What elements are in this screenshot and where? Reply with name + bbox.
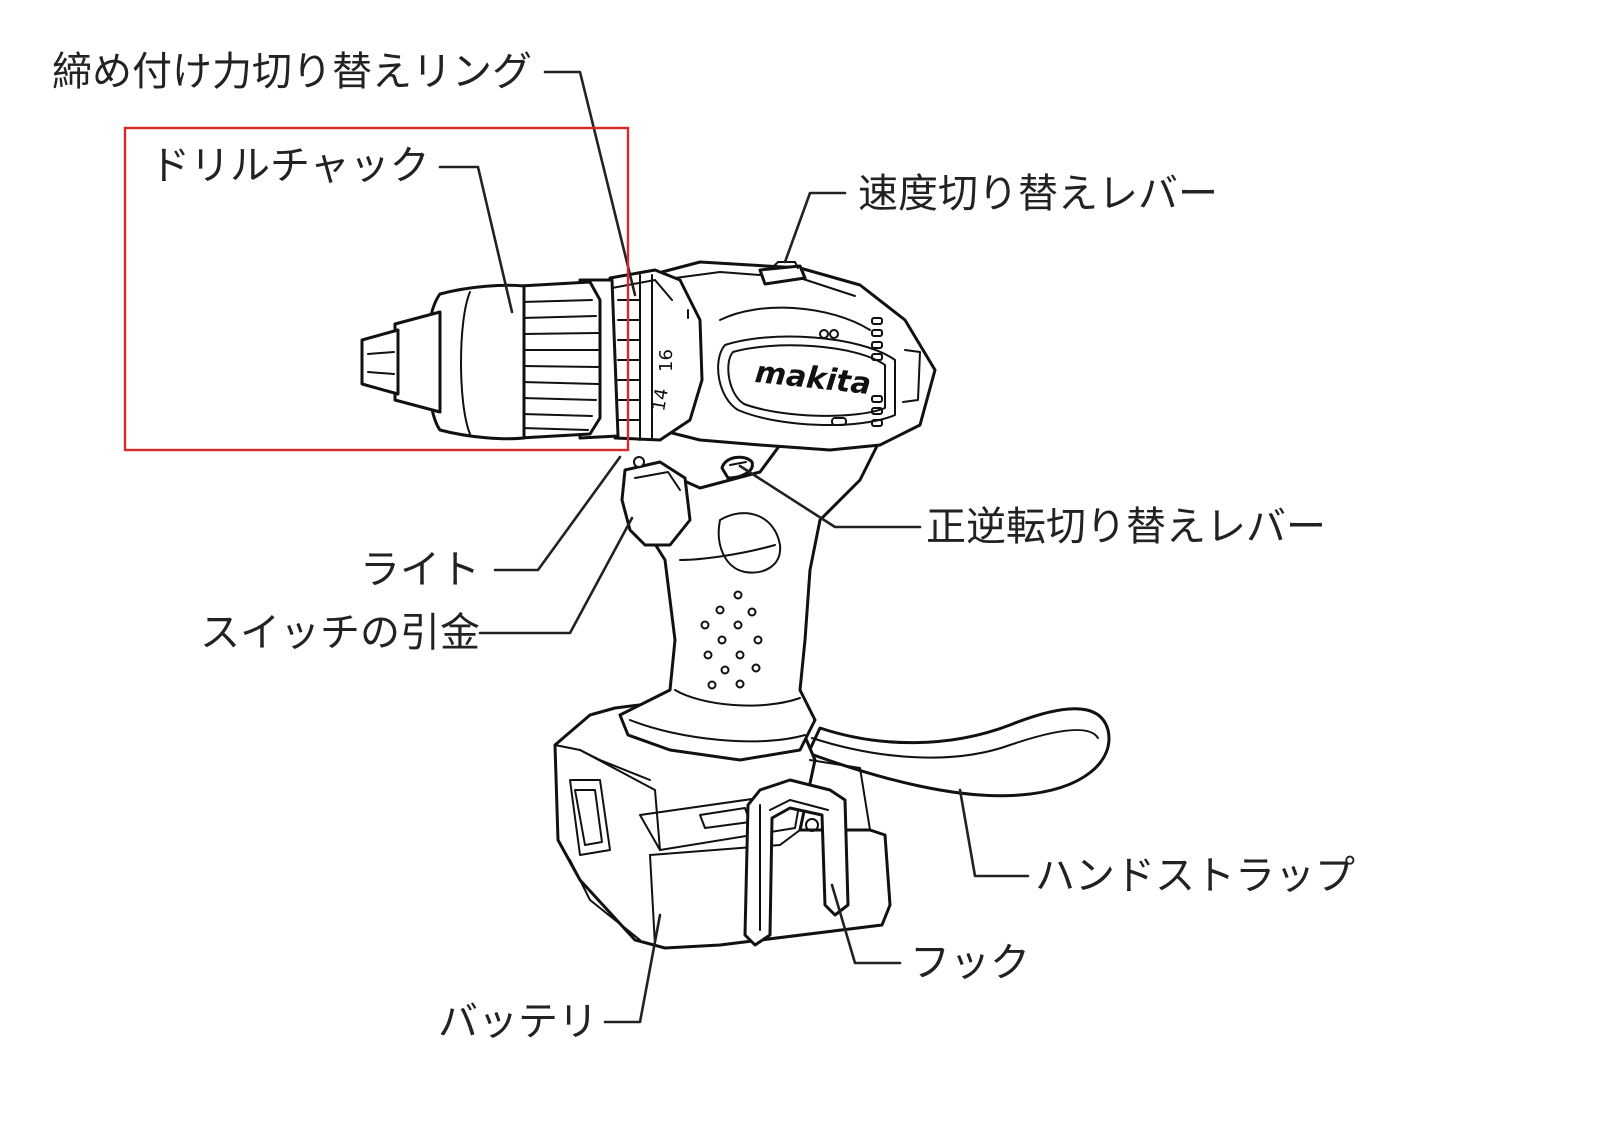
drill-chuck	[360, 278, 620, 441]
clutch-ring	[608, 268, 704, 442]
switch-trigger	[620, 460, 692, 547]
belt-hook	[743, 778, 850, 947]
speed-lever	[758, 261, 807, 286]
label-drill-chuck: ドリルチャック	[150, 143, 430, 189]
ring-number-14: 14	[648, 387, 673, 413]
label-hand-strap: ハンドストラップ	[1035, 853, 1355, 899]
vents	[819, 317, 921, 427]
ring-number-16: 16	[656, 349, 677, 372]
label-battery: バッテリ	[438, 999, 598, 1045]
label-hook: フック	[910, 940, 1030, 986]
label-trigger: スイッチの引金	[200, 610, 480, 656]
hand-strap	[798, 707, 1111, 798]
chuck-highlight-box	[123, 126, 630, 452]
led-light	[633, 456, 645, 468]
grip-dots	[700, 590, 763, 690]
motor-housing	[636, 260, 937, 452]
label-reverse-lever: 正逆転切り替えレバー	[926, 504, 1326, 550]
label-speed-lever: 速度切り替えレバー	[858, 171, 1218, 217]
leader-lines	[438, 70, 1030, 1024]
label-clutch-ring: 締め付け力切り替えリング	[52, 49, 532, 95]
reverse-lever	[720, 455, 754, 480]
label-light: ライト	[360, 547, 480, 593]
